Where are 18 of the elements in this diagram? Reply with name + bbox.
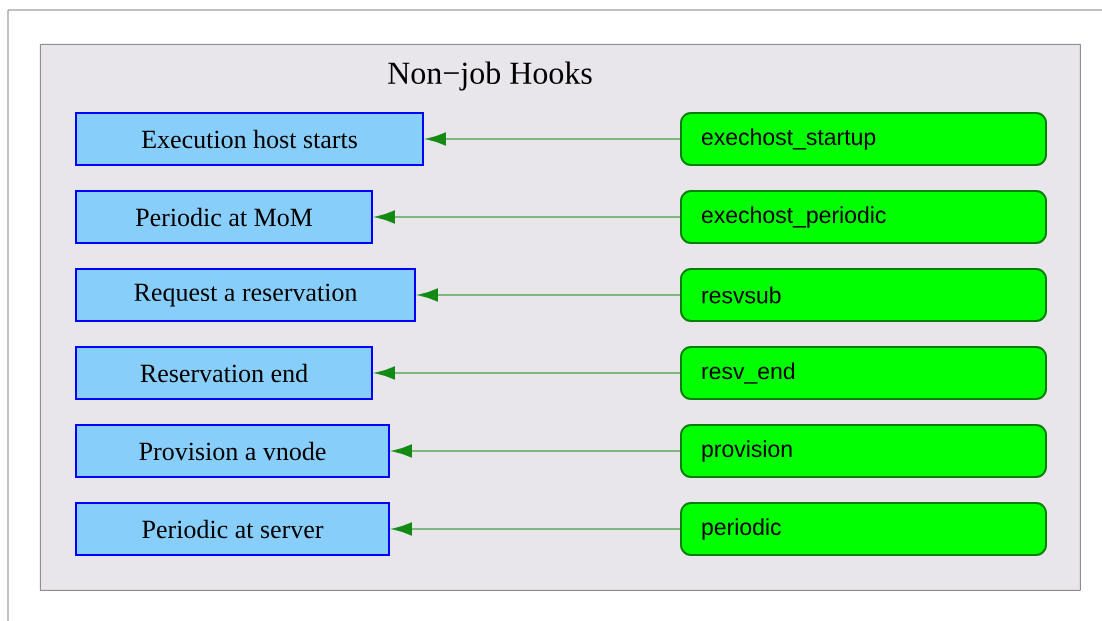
event-box: Reservation end: [75, 346, 373, 400]
hook-box: exechost_startup: [680, 112, 1047, 166]
hook-box: periodic: [680, 502, 1047, 556]
event-box: Provision a vnode: [75, 424, 390, 478]
event-box: Periodic at server: [75, 502, 390, 556]
hook-box: provision: [680, 424, 1047, 478]
hook-box: resvsub: [680, 268, 1047, 322]
event-box: Execution host starts: [75, 112, 424, 166]
event-box: Request a reservation: [75, 268, 416, 322]
arrow: [375, 366, 681, 380]
hook-box: resv_end: [680, 346, 1047, 400]
arrow: [392, 522, 681, 536]
event-box: Periodic at MoM: [75, 190, 373, 244]
hook-box: exechost_periodic: [680, 190, 1047, 244]
arrow: [375, 210, 681, 224]
arrow: [418, 288, 681, 302]
arrow: [426, 132, 681, 146]
arrow: [392, 444, 681, 458]
